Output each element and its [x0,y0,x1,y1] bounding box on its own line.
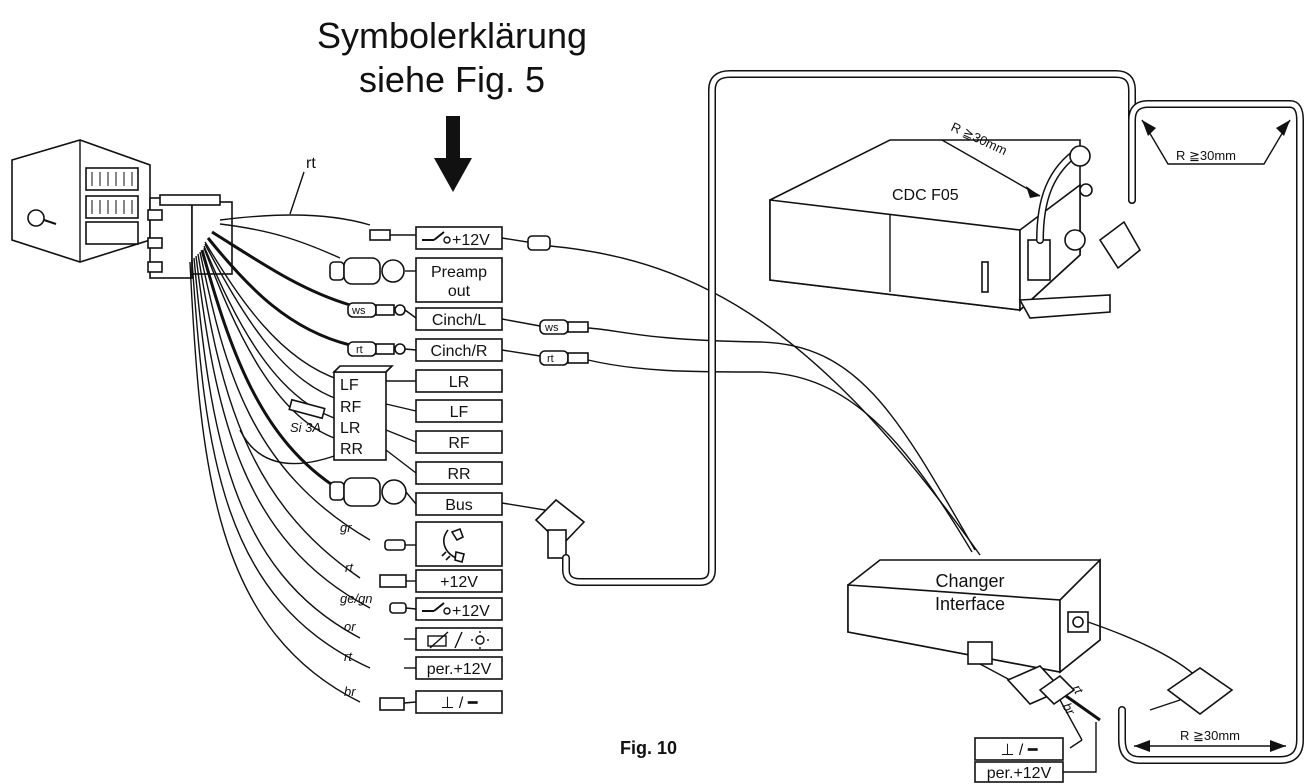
plug-cinch-l: ws [347,302,406,318]
terminal-per-12v: per.+12V [415,656,503,680]
wire-color-ge-gn: ge/gn [340,591,373,606]
terminal-preamp-line1: Preamp [431,264,487,281]
dimmer-light-icon [427,631,489,649]
bus-angle-plug [534,498,586,559]
interface-label-1: Changer [935,571,1004,591]
plug-cinch-r: rt [347,341,406,357]
speaker-pin-lf: LF [340,377,359,394]
iso-connector [147,194,233,279]
terminal-plus-12v-label: +12V [440,574,478,591]
plug-bus [329,477,407,507]
radius-right-label: R ≧30mm [1176,148,1236,163]
speaker-pin-rf: RF [340,399,362,416]
terminal-ground-right-label: ⊥ / ━ [1001,742,1038,759]
terminal-bus: Bus [415,492,503,516]
terminal-lr: LR [415,369,503,393]
radius-bottom-label: R ≧30mm [1180,728,1240,743]
terminal-rr-label: RR [447,466,470,483]
terminal-cinch-r: Cinch/R [415,338,503,362]
terminal-rr: RR [415,461,503,485]
interface-lead-down [1063,722,1097,773]
terminal-ground-label: ⊥ / ━ [441,695,478,712]
terminal-ign-12v-2: +12V [415,597,503,621]
terminal-plus-12v: +12V [415,569,503,593]
interface-right-plug [1149,667,1234,715]
terminal-leads [385,270,417,704]
terminal-ground: ⊥ / ━ [415,690,503,714]
terminal-phone-mute [415,521,503,567]
fuse-label: Si 3A [290,420,321,435]
terminal-preamp-out: Preamp out [415,257,503,303]
speaker-pin-lr: LR [340,420,360,437]
arrow-down-icon [434,116,472,192]
figure-label: Fig. 10 [620,738,677,758]
phone-mute-icon [441,527,465,563]
terminal-ign-12v-label: +12V [452,232,490,249]
terminal-lf-label: LF [450,404,469,421]
extension-cables: ws rt [501,70,1136,586]
wire-color-gr: gr [340,520,352,535]
terminal-per-12v-label: per.+12V [427,661,492,678]
interface-power-plug: rt br [979,663,1101,749]
wire-color-ws-left: ws [351,305,366,317]
speaker-pin-rr: RR [340,441,363,458]
terminal-lf: LF [415,399,503,423]
terminal-cinch-l-label: Cinch/L [432,312,486,329]
terminal-cinch-l: Cinch/L [415,307,503,331]
ignition-switch-icon [422,231,451,244]
terminal-dimmer [415,627,503,651]
cd-changer: CDC F05 R ≧30mm [769,119,1142,319]
plug-br [379,697,405,711]
cdc-model-label: CDC F05 [892,187,959,204]
title-line-2: siehe Fig. 5 [359,59,545,100]
terminal-bus-label: Bus [445,497,473,514]
terminal-rf-label: RF [448,435,470,452]
terminal-cinch-r-label: Cinch/R [431,343,488,360]
ignition-switch-icon [422,602,451,615]
terminal-ground-right: ⊥ / ━ [974,737,1064,761]
speaker-connector-block: LF RF LR RR [332,365,394,461]
terminal-preamp-line2: out [448,283,471,300]
terminal-per-12v-right: per.+12V [974,761,1064,783]
radio-connector-housing [11,139,151,263]
fuse: Si 3A [288,398,326,435]
plug-rt-12v [379,574,407,588]
wire-color-or: or [344,619,356,634]
radius-bottom-annotation: R ≧30mm [1134,728,1286,752]
plug-preamp [329,257,405,285]
wire-color-rt-cinch: rt [356,344,363,356]
terminal-lr-label: LR [449,374,469,391]
wire-color-rt-interface: rt [1069,682,1087,698]
interface-label-2: Interface [935,594,1005,614]
plug-ign12v [369,229,416,241]
wire-color-ws-right: ws [544,322,559,334]
wire-color-rt-low: rt [344,649,353,664]
changer-interface: Changer Interface [847,558,1101,674]
radius-right-annotation: R ≧30mm [1118,100,1304,764]
wire-color-rt-right: rt [547,353,554,365]
title-line-1: Symbolerklärung [317,15,587,56]
cdc-angle-plug [1098,220,1142,270]
wire-color-br: br [344,684,356,699]
terminal-per-12v-right-label: per.+12V [987,765,1052,782]
plug-ge-gn [389,602,407,614]
terminal-ign-12v: +12V [415,226,503,250]
wire-color-rt-mid: rt [345,560,354,575]
plug-gr [384,539,406,551]
wire-color-rt-top: rt [306,155,316,172]
terminal-ign-12v-2-label: +12V [452,603,490,620]
terminal-rf: RF [415,430,503,454]
interface-cable-right [1087,621,1201,681]
